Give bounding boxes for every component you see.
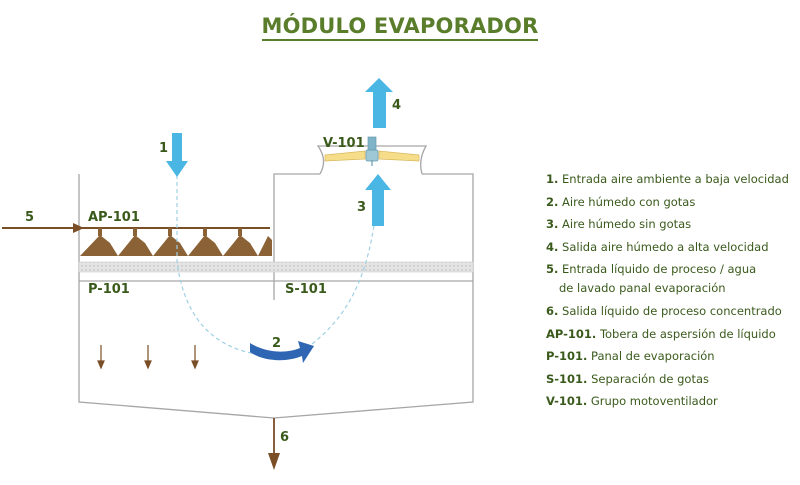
legend-item: 3. Aire húmedo sin gotas	[546, 217, 800, 231]
legend-key: P-101.	[546, 349, 588, 364]
legend-item: 5. Entrada líquido de proceso / agua de l…	[546, 262, 800, 295]
flow-number-4: 4	[392, 98, 401, 113]
flow-number-1: 1	[159, 141, 168, 156]
fan-housing	[316, 136, 428, 175]
label-s-101: S-101	[285, 282, 327, 297]
legend-item: 4. Salida aire húmedo a alta velocidad	[546, 240, 800, 254]
vessel-walls	[78, 173, 474, 419]
label-p-101: P-101	[88, 282, 130, 297]
legend-text: Entrada aire ambiente a baja velocidad	[562, 172, 789, 186]
diagram-title-text: MÓDULO EVAPORADOR	[261, 14, 539, 41]
flow-number-2: 2	[272, 336, 281, 351]
air-outlet-arrow	[365, 78, 393, 128]
legend-key: 4.	[546, 239, 559, 254]
legend-key: V-101.	[546, 394, 588, 409]
legend-key: 3.	[546, 217, 559, 232]
legend-item: AP-101. Tobera de aspersión de líquido	[546, 327, 800, 341]
legend-item: V-101. Grupo motoventilador	[546, 394, 800, 408]
legend-item: P-101. Panal de evaporación	[546, 349, 800, 363]
legend-text: Separación de gotas	[591, 371, 710, 386]
liquid-outlet	[268, 418, 280, 470]
legend-text-continued: de lavado panal evaporación	[559, 281, 726, 296]
legend-item: S-101. Separación de gotas	[546, 372, 800, 386]
legend-key: 1.	[546, 172, 559, 186]
label-ap-101: AP-101	[88, 210, 140, 225]
legend-text: Panal de evaporación	[591, 349, 715, 364]
flow-number-5: 5	[25, 210, 34, 225]
air-clean-arrow	[365, 174, 391, 226]
legend-text: Aire húmedo con gotas	[562, 194, 696, 209]
evaporation-panel	[78, 261, 474, 273]
falling-droplets	[97, 345, 199, 370]
legend-text: Salida aire húmedo a alta velocidad	[562, 239, 769, 254]
label-v-101: V-101	[323, 136, 365, 151]
flow-number-6: 6	[280, 430, 289, 445]
legend-key: AP-101.	[546, 326, 597, 341]
legend-text: Salida líquido de proceso concentrado	[562, 303, 782, 318]
legend-text: Aire húmedo sin gotas	[562, 217, 692, 232]
flow-number-3: 3	[357, 200, 366, 215]
spray-nozzles	[80, 228, 272, 256]
diagram-title: MÓDULO EVAPORADOR	[0, 14, 800, 41]
legend-key: 6.	[546, 303, 559, 318]
legend-text: Grupo motoventilador	[590, 394, 718, 409]
legend-item: 2. Aire húmedo con gotas	[546, 195, 800, 209]
air-inlet-arrow	[166, 133, 188, 177]
legend-text: Tobera de aspersión de líquido	[599, 326, 776, 341]
legend-key: S-101.	[546, 371, 588, 386]
legend-item: 1. Entrada aire ambiente a baja velocida…	[546, 172, 800, 186]
legend-item: 6. Salida líquido de proceso concentrado	[546, 304, 800, 318]
legend-key: 5.	[546, 262, 559, 277]
legend: 1. Entrada aire ambiente a baja velocida…	[546, 172, 800, 417]
air-drops-arrow	[250, 341, 314, 363]
legend-text: Entrada líquido de proceso / agua	[562, 262, 757, 277]
legend-key: 2.	[546, 194, 559, 209]
